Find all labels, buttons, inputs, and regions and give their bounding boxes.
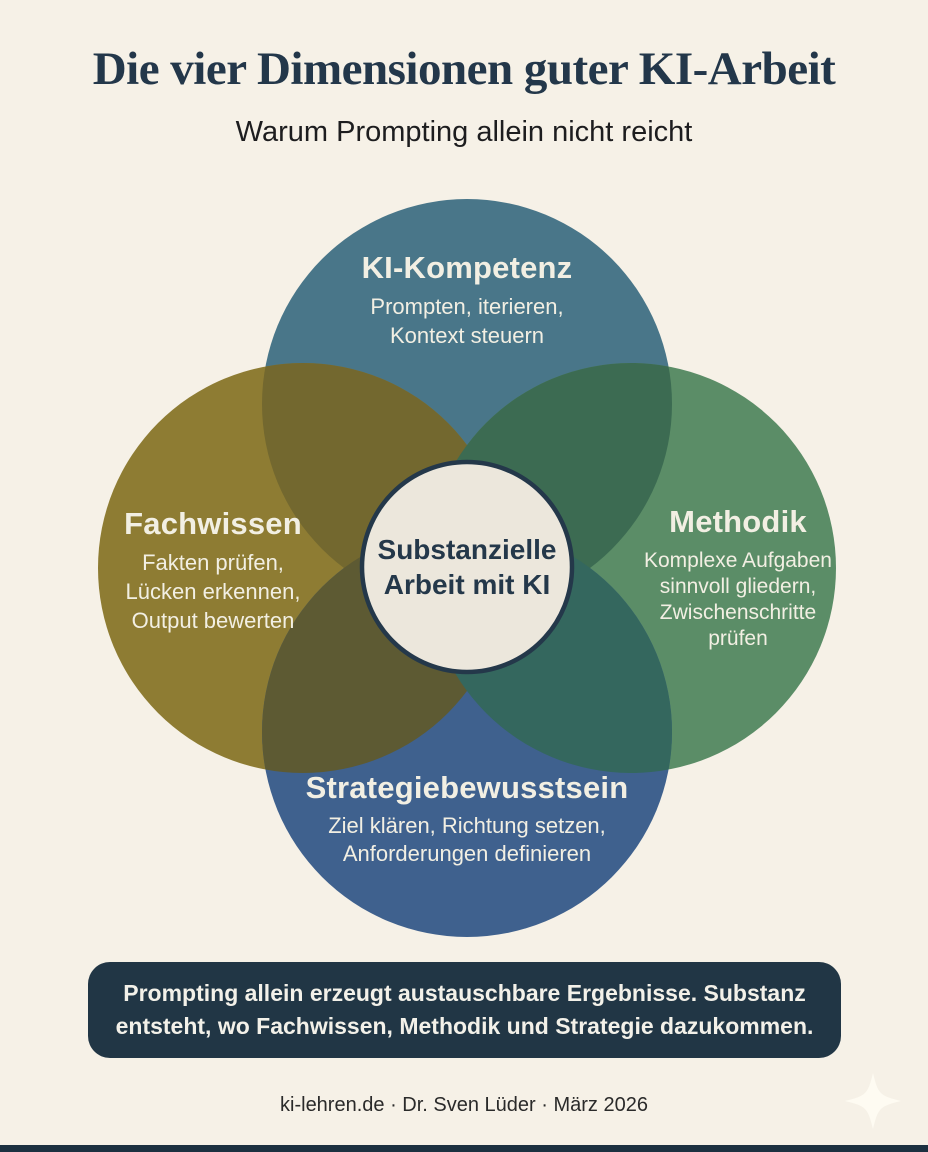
circle-title-methodik: Methodik (669, 504, 807, 539)
sparkle-icon (845, 1073, 901, 1129)
summary-banner: Prompting allein erzeugt austauschbare E… (88, 962, 841, 1058)
circle-title-strategiebewusstsein: Strategiebewusstsein (305, 770, 629, 805)
circle-title-fachwissen: Fachwissen (124, 506, 302, 541)
center-circle (359, 459, 575, 675)
page-title: Die vier Dimensionen guter KI-Arbeit (92, 43, 836, 95)
label-strategiebewusstsein: Strategiebewusstsein Ziel klären, Richtu… (207, 770, 727, 868)
page-subtitle: Warum Prompting allein nicht reicht (235, 116, 693, 148)
footer-credit: ki-lehren.de · Dr. Sven Lüder · März 202… (280, 1094, 648, 1116)
circle-sub-fachwissen: Fakten prüfen, Lücken erkennen, Output b… (125, 550, 301, 633)
label-methodik: Methodik Komplexe Aufgaben sinnvoll glie… (598, 504, 878, 652)
label-ki-kompetenz: KI-Kompetenz Prompten, iterieren, Kontex… (257, 250, 677, 350)
circle-sub-methodik: Komplexe Aufgaben sinnvoll gliedern, Zwi… (644, 549, 832, 650)
center-label: Substanzielle Arbeit mit KI (377, 534, 557, 600)
sparkle-icon-shape (845, 1073, 901, 1129)
circle-title-ki-kompetenz: KI-Kompetenz (361, 250, 573, 285)
label-fachwissen: Fachwissen Fakten prüfen, Lücken erkenne… (63, 506, 363, 635)
circle-sub-ki-kompetenz: Prompten, iterieren, Kontext steuern (370, 294, 564, 348)
bottom-edge-strip (0, 1145, 928, 1152)
summary-banner-text: Prompting allein erzeugt austauschbare E… (115, 980, 814, 1039)
circle-sub-strategiebewusstsein: Ziel klären, Richtung setzen, Anforderun… (328, 813, 606, 866)
